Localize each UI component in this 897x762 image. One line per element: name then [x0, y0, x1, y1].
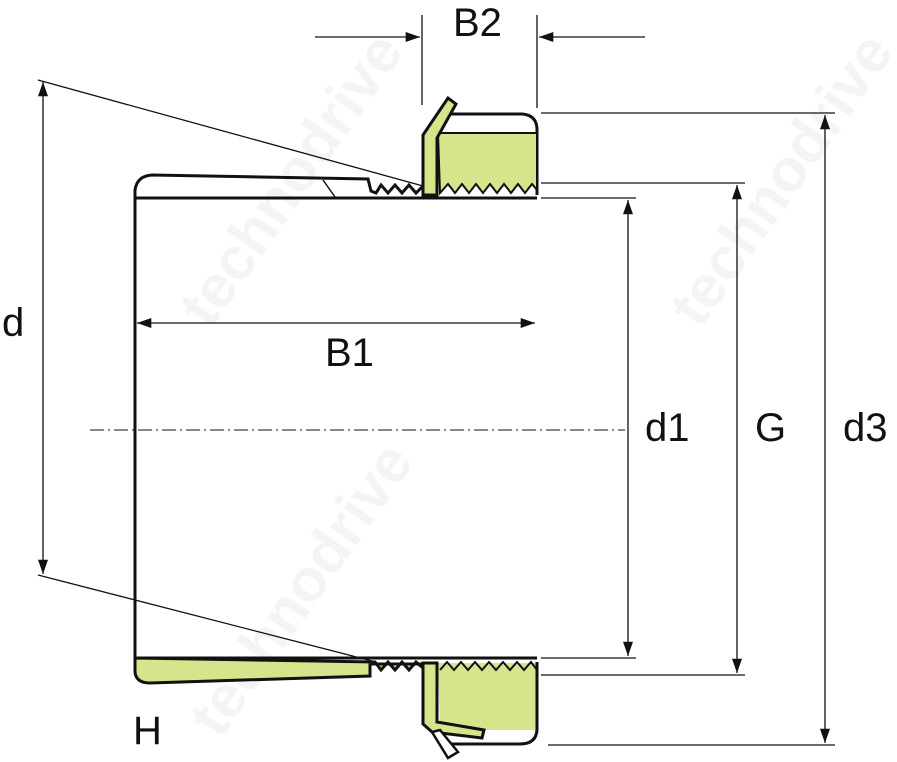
- lock-nut-top: [436, 112, 539, 196]
- watermark: technodrive technodrive technodrive: [166, 20, 897, 747]
- label-d: d: [2, 301, 24, 345]
- lock-nut-bottom: [438, 660, 539, 746]
- lock-washer-bottom: [421, 661, 486, 740]
- sleeve-bottom: [133, 656, 425, 685]
- label-g: G: [755, 406, 786, 450]
- svg-text:technodrive: technodrive: [176, 430, 426, 747]
- dimension-lines: [37, 15, 835, 746]
- label-d3: d3: [843, 406, 888, 450]
- lock-washer-top: [421, 95, 458, 197]
- sleeve-body: [133, 190, 537, 672]
- sleeve-top: [133, 173, 425, 200]
- label-b2: B2: [453, 1, 502, 45]
- label-h: H: [133, 709, 162, 753]
- label-b1: B1: [325, 331, 374, 375]
- label-d1: d1: [645, 406, 690, 450]
- lock-washer-tab: [430, 728, 460, 760]
- svg-text:technodrive: technodrive: [656, 20, 897, 337]
